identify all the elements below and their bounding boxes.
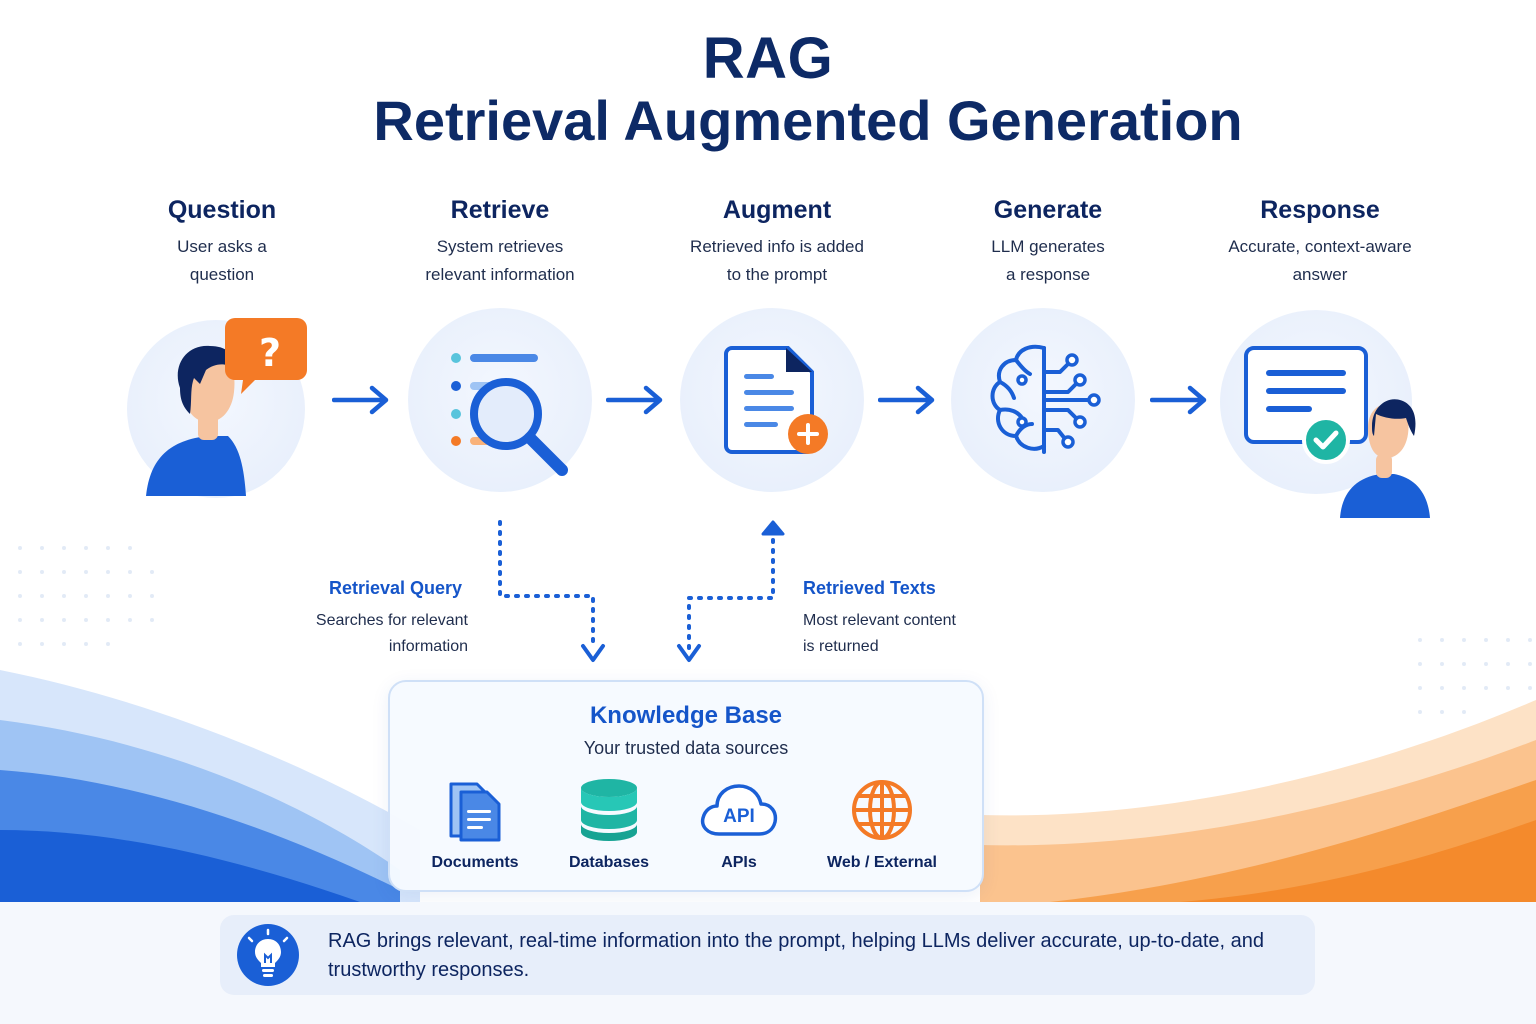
api-icon-text: API <box>723 806 755 827</box>
knowledge-base-title: Knowledge Base <box>589 702 783 729</box>
source-documents: Documents <box>410 778 540 871</box>
api-cloud-icon: API <box>700 784 778 836</box>
globe-icon <box>852 780 912 840</box>
step-desc: User asks a question <box>177 237 267 284</box>
step-title: Retrieve <box>450 196 550 224</box>
tip-banner: RAG brings relevant, real-time informati… <box>220 915 1315 995</box>
response-answer-icon <box>1244 346 1430 518</box>
svg-text:?: ? <box>259 331 281 375</box>
source-databases: Databases <box>544 778 674 871</box>
step-desc: System retrieves relevant information <box>425 237 575 284</box>
arrow-right-icon <box>606 385 663 415</box>
step-desc: Accurate, context-aware answer <box>1228 237 1412 284</box>
retrieval-query-desc: Searches for relevant information <box>315 612 468 655</box>
arrow-right-icon <box>878 385 935 415</box>
retrieval-query-label: Retrieval Query <box>329 578 463 598</box>
title-full: Retrieval Augmented Generation <box>373 89 1243 152</box>
brain-circuit-icon <box>990 344 1101 454</box>
retrieved-texts-label: Retrieved Texts <box>803 578 936 598</box>
knowledge-base-card: Knowledge Base Your trusted data sources… <box>388 680 984 892</box>
source-web-external: Web / External <box>817 778 947 871</box>
dotted-connectors <box>498 520 785 662</box>
title-rag: RAG <box>702 26 834 91</box>
step-generate: Generate LLM generates a response <box>918 193 1178 289</box>
documents-icon <box>449 782 501 842</box>
step-retrieve: Retrieve System retrieves relevant infor… <box>370 193 630 289</box>
step-desc: Retrieved info is added to the prompt <box>690 237 864 284</box>
step-title: Augment <box>722 196 832 224</box>
step-title: Generate <box>993 196 1103 224</box>
step-augment: Augment Retrieved info is added to the p… <box>647 193 907 289</box>
tip-text: RAG brings relevant, real-time informati… <box>328 930 1265 981</box>
arrow-down-icon <box>677 644 701 662</box>
arrow-right-icon <box>332 385 389 415</box>
document-add-icon <box>724 346 828 454</box>
arrow-right-icon <box>1150 385 1207 415</box>
step-response: Response Accurate, context-aware answer <box>1190 193 1450 289</box>
source-label: APIs <box>721 854 757 871</box>
source-label: Web / External <box>827 854 937 871</box>
step-title: Response <box>1260 196 1380 224</box>
step-desc: LLM generates a response <box>991 237 1105 284</box>
source-label: Databases <box>568 854 650 871</box>
retrieved-texts-desc: Most relevant content is returned <box>803 612 956 655</box>
arrow-down-icon <box>581 644 605 662</box>
step-question: Question User asks a question <box>92 193 352 289</box>
lightbulb-icon <box>237 924 299 986</box>
search-documents-icon <box>451 353 568 476</box>
knowledge-base-subtitle: Your trusted data sources <box>583 738 789 758</box>
step-title: Question <box>167 196 277 224</box>
source-label: Documents <box>431 854 519 871</box>
user-question-icon: ? <box>146 318 307 496</box>
database-icon <box>581 779 637 841</box>
arrow-up-icon <box>761 520 785 536</box>
source-apis: API APIs <box>674 778 804 871</box>
